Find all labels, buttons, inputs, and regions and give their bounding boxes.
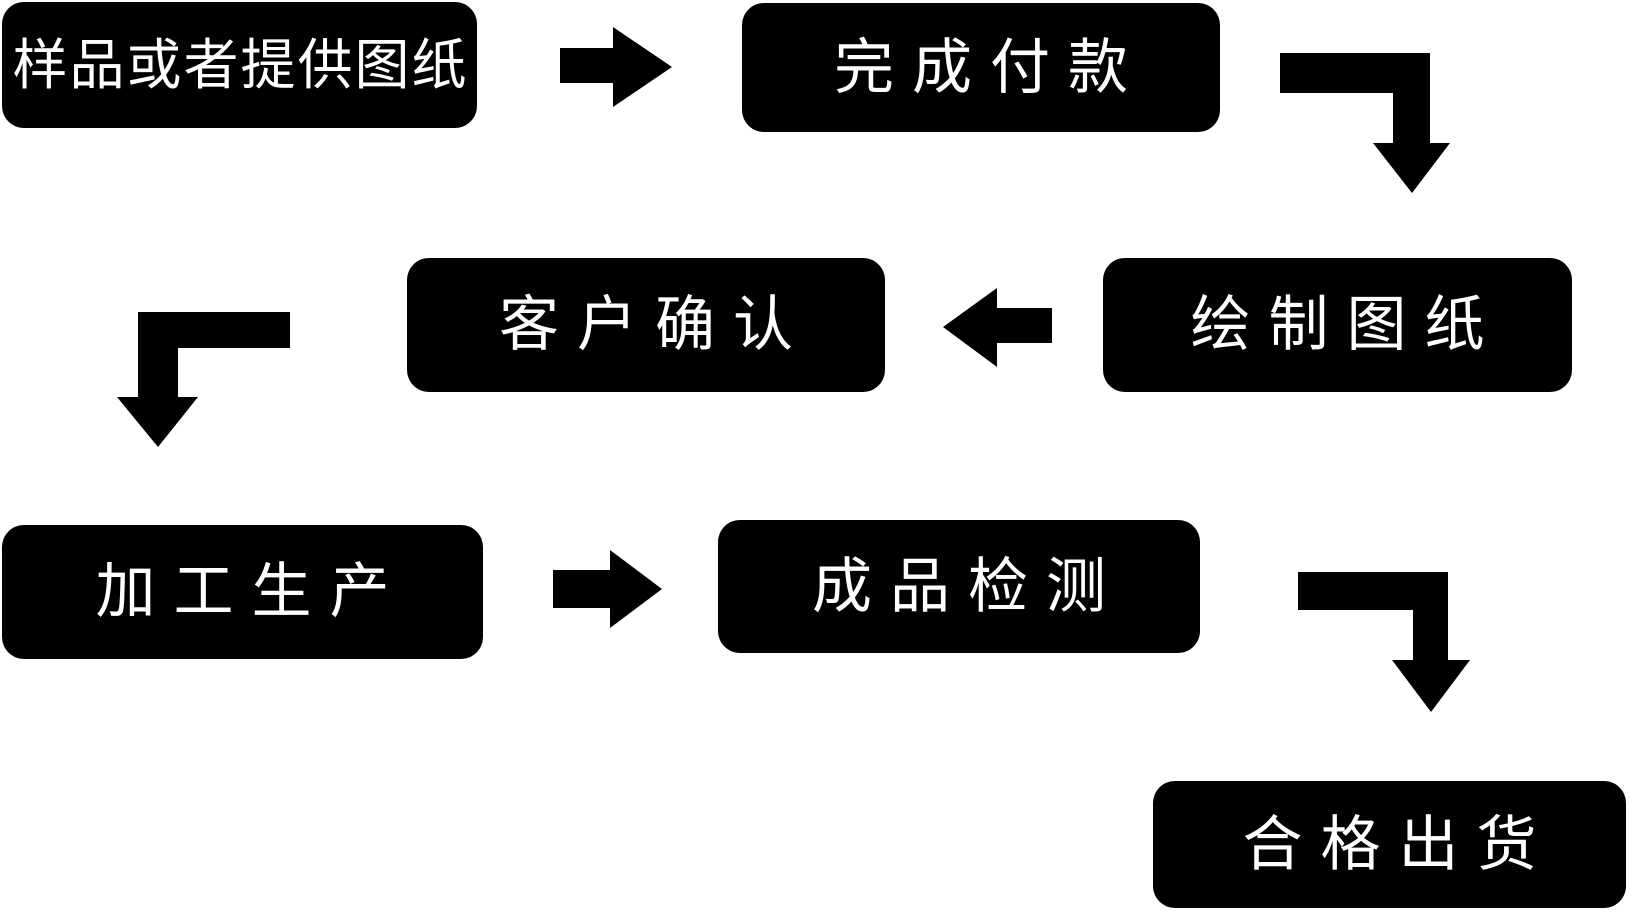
arrow-right-production-to-inspection-icon xyxy=(553,550,662,628)
elbow-arrow-confirm-to-production-icon xyxy=(117,312,290,447)
flow-node-qualified-shipment: 合格出货 xyxy=(1153,781,1626,908)
arrow-left-drawing-to-confirm-icon xyxy=(943,288,1052,367)
elbow-arrow-inspection-to-shipment-icon xyxy=(1298,572,1470,712)
flow-node-complete-payment: 完成付款 xyxy=(742,3,1220,132)
flow-node-label: 客户确认 xyxy=(499,290,811,360)
flow-node-label: 完成付款 xyxy=(834,32,1146,103)
flow-node-label: 样品或者提供图纸 xyxy=(12,32,469,97)
flow-node-label: 合格出货 xyxy=(1242,809,1555,880)
flow-node-draw-drawings: 绘制图纸 xyxy=(1103,258,1572,392)
flow-node-finished-product-inspection: 成品检测 xyxy=(718,520,1200,653)
arrow-right-sample-to-payment-icon xyxy=(560,27,672,107)
flow-node-label: 绘制图纸 xyxy=(1190,290,1503,360)
flow-node-customer-confirmation: 客户确认 xyxy=(407,258,885,392)
flow-node-label: 加工生产 xyxy=(95,557,408,627)
flow-node-sample-or-provide-drawings: 样品或者提供图纸 xyxy=(2,2,477,128)
flow-node-processing-production: 加工生产 xyxy=(2,525,483,659)
elbow-arrow-payment-to-drawing-icon xyxy=(1280,53,1450,193)
flow-node-label: 成品检测 xyxy=(812,551,1124,622)
